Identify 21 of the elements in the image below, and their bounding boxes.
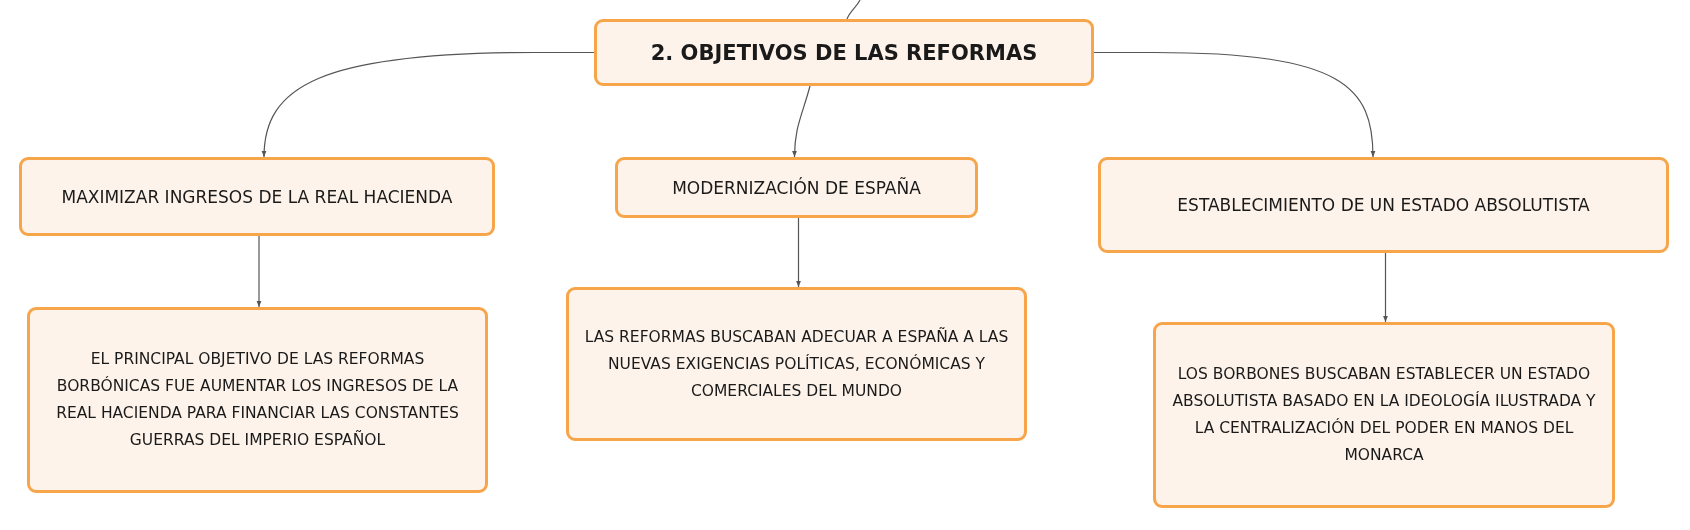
arrow [256,235,262,308]
arrow [796,217,801,288]
concept-text: LOS BORBONES BUSCABAN ESTABLECER UN ESTADO ABSOLUTISTA BASADO EN LA IDEOLOGÍA ILUSTRADA Y LA CENTRALIZACIÓN DEL PODER EN MANOS DEL MONARCA [1171,364,1597,466]
topic-box [594,19,1094,86]
concept-box [566,287,1027,441]
concept-text: ESTABLECIMIENTO DE UN ESTADO ABSOLUTISTA [1177,194,1590,217]
arrow [262,51,595,158]
concept-box [615,157,978,218]
concept-text: LAS REFORMAS BUSCABAN ADECUAR A ESPAÑA A LAS NUEVAS EXIGENCIAS POLÍTICAS, ECONÓMICAS Y COMERCIALES DEL MUNDO [583,326,1010,402]
topic-title: 2. OBJETIVOS DE LAS REFORMAS [650,39,1038,67]
arrow [792,85,811,158]
concept-box [1153,322,1615,508]
arrow [1383,252,1388,323]
arrow [1093,51,1376,158]
concept-text: EL PRINCIPAL OBJETIVO DE LAS REFORMAS BORBÓNICAS FUE AUMENTAR LOS INGRESOS DE LA REAL HACIENDA PARA FINANCIAR LAS CONSTANTES GUERRAS DEL IMPERIO ESPAÑOL [55,349,460,451]
concept-box [1098,157,1669,253]
connector-line [846,0,861,20]
concept-box [19,157,495,236]
concept-box [27,307,488,493]
concept-text: MODERNIZACIÓN DE ESPAÑA [672,176,921,200]
concept-text: MAXIMIZAR INGRESOS DE LA REAL HACIENDA [61,185,453,209]
